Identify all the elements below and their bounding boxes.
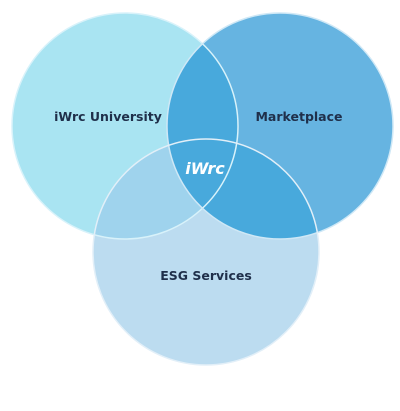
circle-esg-outline xyxy=(92,138,320,366)
circle-marketplace-outline xyxy=(166,12,394,240)
label-center-logo: iWrc xyxy=(185,159,225,178)
label-esg: ESG Services xyxy=(160,268,252,283)
label-university: iWrc University xyxy=(54,109,162,124)
overlap-marketplace-esg xyxy=(167,139,319,239)
circle-university-outline xyxy=(11,12,239,240)
label-marketplace: Marketplace xyxy=(255,109,342,124)
overlap-university-esg xyxy=(93,139,238,239)
